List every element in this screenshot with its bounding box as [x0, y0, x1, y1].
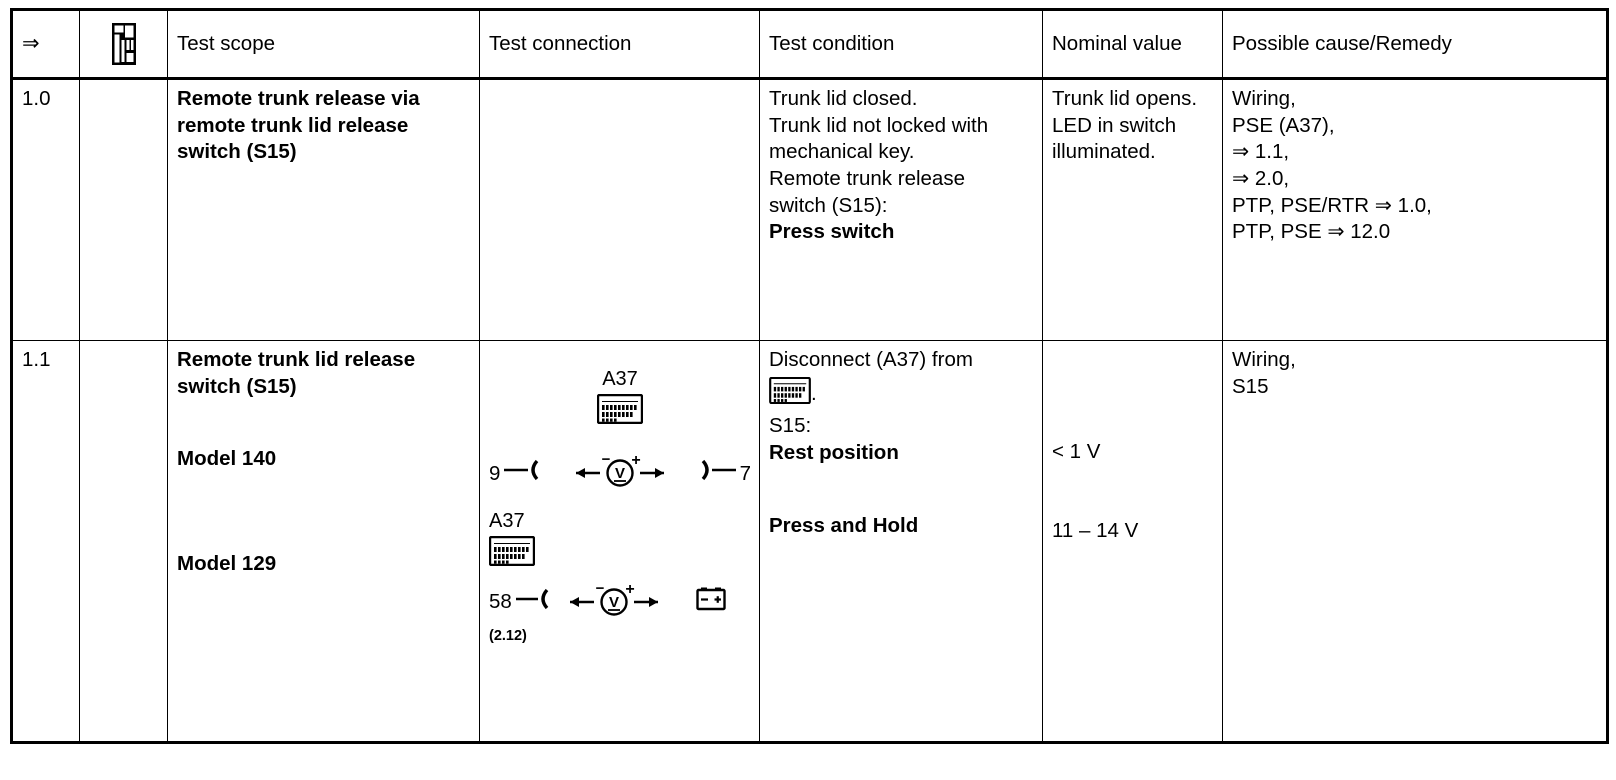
header-cell-reference: ⇒	[11, 9, 80, 80]
header-cell-test-connection: Test connection	[479, 9, 760, 80]
svg-text:+: +	[625, 582, 634, 598]
test-scope-model-129: Model 129	[177, 551, 277, 575]
test-condition-intro: Disconnect (A37) from	[769, 348, 973, 371]
row-test-connection	[479, 78, 760, 341]
row-test-condition: Trunk lid closed. Trunk lid not locked w…	[759, 78, 1043, 341]
connector-socket-icon	[596, 393, 644, 432]
voltmeter-icon: V − +	[574, 451, 666, 495]
row-test-scope: Remote trunk lid release switch (S15) Mo…	[167, 340, 480, 743]
pin-number-left: 58	[489, 590, 512, 614]
test-condition-action-rest: Rest position	[769, 440, 899, 464]
nominal-value-pressed: 11 – 14 V	[1052, 518, 1139, 542]
test-condition-text: Trunk lid closed. Trunk lid not locked w…	[769, 87, 989, 217]
connector-socket-icon	[769, 376, 811, 412]
svg-text:V: V	[609, 594, 619, 611]
row-tester-cell	[79, 340, 168, 743]
wiring-diagram-model-140: A37	[489, 369, 751, 489]
row-possible-cause: Wiring, PSE (A37), ⇒ 1.1, ⇒ 2.0, PTP, PS…	[1222, 78, 1608, 341]
row-reference-number: 1.1	[11, 340, 80, 743]
header-cell-tester	[79, 9, 168, 80]
test-condition-component: S15:	[769, 414, 812, 438]
test-scope-model-140: Model 140	[177, 447, 277, 471]
connector-socket-icon	[488, 535, 536, 574]
table-header-row: ⇒ Test scope Test conne	[11, 9, 1608, 80]
probe-left-icon	[504, 459, 540, 489]
nominal-value-rest: < 1 V	[1052, 440, 1101, 463]
svg-text:−: −	[602, 453, 611, 468]
row-tester-cell	[79, 78, 168, 341]
row-test-condition: Disconnect (A37) from	[759, 340, 1043, 743]
table-row: 1.1 Remote trunk lid release switch (S15…	[11, 340, 1608, 743]
row-test-scope: Remote trunk release via remote trunk li…	[167, 78, 480, 341]
diagnostic-test-table: ⇒ Test scope Test conne	[10, 8, 1609, 744]
svg-text:+: +	[631, 453, 640, 469]
probe-left-icon	[515, 588, 550, 618]
row-test-connection: A37	[479, 340, 760, 743]
row-nominal-value: Trunk lid opens. LED in switch illuminat…	[1042, 78, 1223, 341]
row-nominal-value: < 1 V 11 – 14 V	[1042, 340, 1223, 743]
header-cell-test-condition: Test condition	[759, 9, 1043, 80]
double-arrow-icon: ⇒	[22, 31, 40, 55]
header-cell-possible-cause: Possible cause/Remedy	[1222, 9, 1608, 80]
header-cell-nominal-value: Nominal value	[1042, 9, 1223, 80]
connector-label-a37: A37	[602, 368, 638, 390]
diagram-note-reference: (2.12)	[489, 628, 527, 645]
svg-text:−: −	[595, 582, 604, 597]
row-reference-number: 1.0	[11, 78, 80, 341]
voltmeter-icon: V − +	[568, 580, 660, 624]
pin-number-left: 9	[489, 461, 501, 485]
probe-right-icon	[700, 459, 736, 489]
table-row: 1.0 Remote trunk release via remote trun…	[11, 78, 1608, 341]
svg-text:V: V	[615, 465, 625, 482]
test-condition-action-press: Press and Hold	[769, 513, 919, 537]
row-possible-cause: Wiring, S15	[1222, 340, 1608, 743]
pin-number-right: 7	[739, 461, 751, 485]
header-cell-test-scope: Test scope	[167, 9, 480, 80]
test-condition-period: .	[811, 381, 817, 405]
connector-label-a37: A37	[489, 510, 525, 532]
test-scope-title: Remote trunk lid release switch (S15)	[177, 348, 416, 398]
wiring-diagram-model-129: A37	[488, 510, 751, 646]
battery-icon	[696, 587, 726, 619]
hand-held-tester-icon	[89, 22, 159, 66]
test-condition-action: Press switch	[769, 220, 895, 244]
